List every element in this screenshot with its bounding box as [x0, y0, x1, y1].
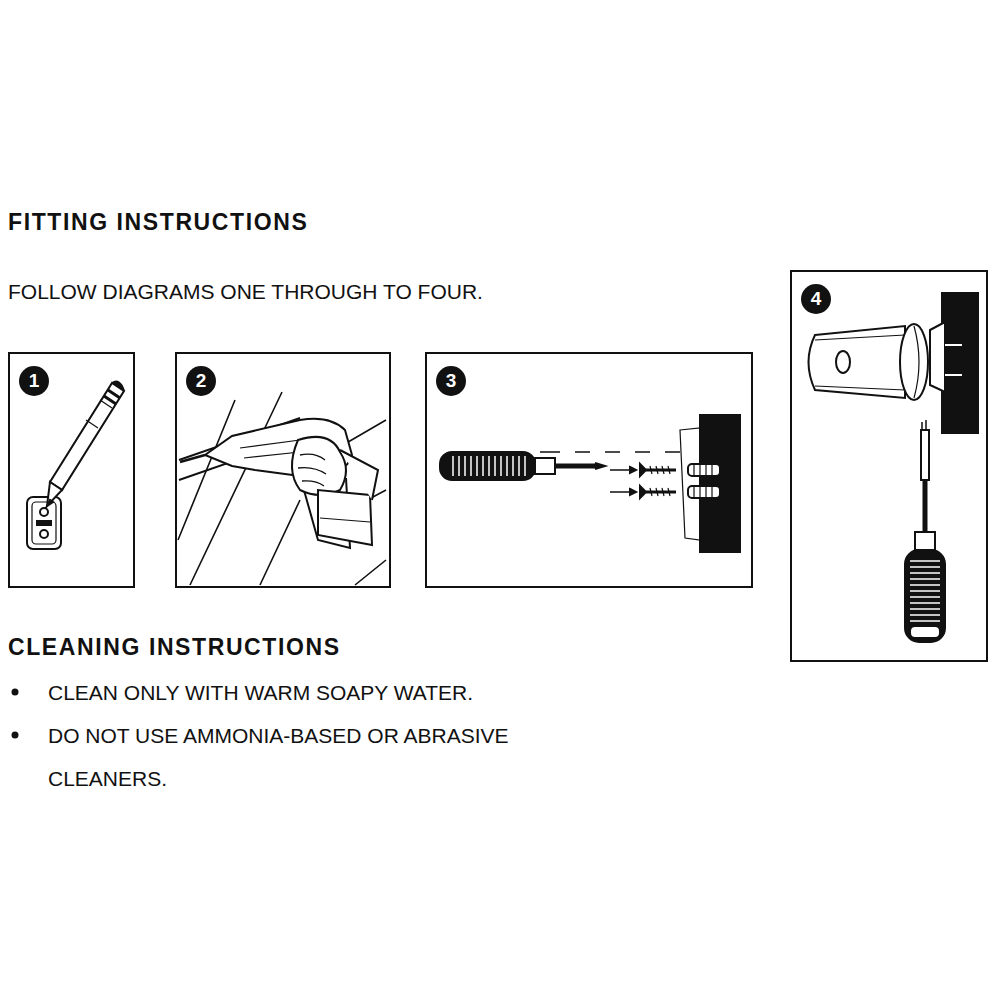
drill	[178, 392, 386, 585]
screwdriver-handle	[905, 550, 945, 642]
step-panel: 4	[790, 270, 988, 662]
step-panel: 1	[8, 352, 135, 588]
fitting-assembly	[809, 293, 979, 642]
hand	[292, 437, 346, 495]
section-heading: CLEANING INSTRUCTIONS	[8, 634, 608, 661]
instruction-note: FOLLOW DIAGRAMS ONE THROUGH TO FOUR.	[8, 270, 768, 313]
section-heading: FITTING INSTRUCTIONS	[8, 209, 308, 236]
fitting-body	[809, 326, 906, 398]
pencil-body	[50, 383, 124, 490]
step-number: 2	[186, 366, 216, 396]
step-number: 4	[801, 284, 831, 314]
step-number: 3	[436, 366, 466, 396]
battery	[318, 490, 372, 545]
step-panel: 2	[175, 352, 391, 588]
screw-fixing	[440, 415, 740, 552]
pencil-marking	[27, 382, 124, 549]
cleaning-instruction: DO NOT USE AMMONIA-BASED OR ABRASIVE CLE…	[48, 714, 608, 800]
bullet	[12, 732, 19, 739]
bracket-plate	[27, 497, 61, 549]
wall	[700, 415, 740, 552]
bullet	[12, 689, 19, 696]
step-panel: 3	[425, 352, 753, 588]
screwdriver-handle	[440, 452, 535, 480]
wall	[942, 293, 978, 433]
step-number: 1	[19, 366, 49, 396]
cleaning-instruction: CLEAN ONLY WITH WARM SOAPY WATER.	[48, 671, 648, 714]
